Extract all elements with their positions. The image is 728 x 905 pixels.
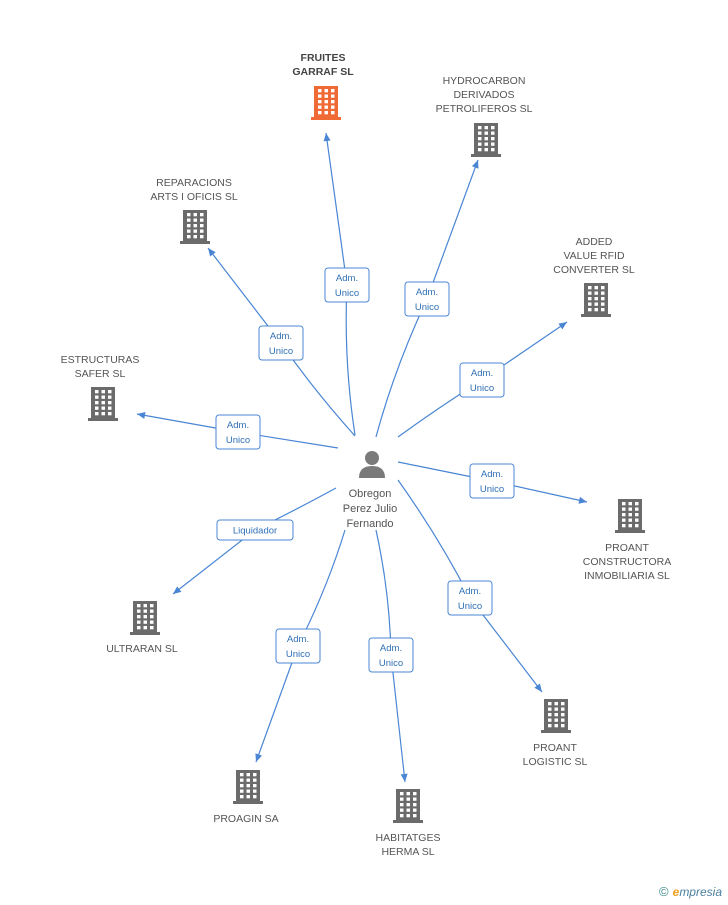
role-text: Unico	[379, 658, 403, 669]
company-name-line: ULTRARAN SL	[106, 643, 178, 655]
arrowhead-proant-const	[578, 496, 587, 504]
arrowhead-proagin	[255, 753, 263, 762]
company-name-line: SAFER SL	[75, 368, 126, 380]
building-icon	[581, 283, 611, 317]
role-text: Adm.	[471, 368, 493, 379]
role-badge-ultraran[interactable]: Liquidador	[216, 519, 294, 541]
company-name-line: LOGISTIC SL	[523, 756, 588, 768]
person-icon	[359, 451, 385, 478]
company-name-line: FRUITES	[301, 52, 346, 64]
role-badge-habitatges[interactable]: Adm. Unico	[368, 637, 414, 673]
role-badge-proagin[interactable]: Adm. Unico	[275, 628, 321, 664]
role-text: Adm.	[459, 586, 481, 597]
arrowhead-estructuras	[137, 411, 146, 419]
role-badge-proant-const[interactable]: Adm. Unico	[469, 463, 515, 499]
arrowhead-proant-log	[534, 683, 542, 692]
company-name-line: PROANT	[605, 542, 649, 554]
role-text: Unico	[470, 383, 494, 394]
role-text: Unico	[269, 346, 293, 357]
role-badge-added[interactable]: Adm. Unico	[459, 362, 505, 398]
building-icon	[88, 387, 118, 421]
company-name-line: CONVERTER SL	[553, 264, 635, 276]
company-node-proant-log[interactable]: PROANT LOGISTIC SL	[523, 699, 588, 768]
company-name-line: HYDROCARBON	[443, 75, 526, 87]
role-text: Unico	[226, 435, 250, 446]
role-text: Adm.	[380, 643, 402, 654]
company-name-line: HABITATGES	[376, 832, 441, 844]
company-node-ultraran[interactable]: ULTRARAN SL	[106, 601, 178, 655]
company-node-hydrocarbon[interactable]: HYDROCARBON DERIVADOS PETROLIFEROS SL	[436, 75, 533, 157]
arrowhead-reparacions	[208, 248, 216, 257]
arrowhead-hydrocarbon	[471, 160, 479, 169]
arrowhead-fruites	[323, 133, 331, 142]
role-text: Unico	[335, 288, 359, 299]
company-node-habitatges[interactable]: HABITATGES HERMA SL	[376, 789, 441, 858]
company-name-line: REPARACIONS	[156, 177, 232, 189]
building-icon	[393, 789, 423, 823]
role-text: Adm.	[336, 273, 358, 284]
role-text: Unico	[415, 302, 439, 313]
building-icon	[541, 699, 571, 733]
company-name-line: ESTRUCTURAS	[61, 354, 140, 366]
building-icon	[233, 770, 263, 804]
arrowhead-added	[558, 322, 567, 330]
arrowhead-ultraran	[173, 586, 182, 594]
company-node-estructuras[interactable]: ESTRUCTURAS SAFER SL	[61, 354, 140, 421]
company-name-line: ADDED	[576, 236, 613, 248]
role-text: Adm.	[287, 634, 309, 645]
company-name-line: GARRAF SL	[292, 66, 354, 78]
person-name-line: Fernando	[346, 518, 393, 530]
building-icon	[130, 601, 160, 635]
role-text: Unico	[480, 484, 504, 495]
person-name-line: Obregon	[349, 488, 392, 500]
building-icon	[311, 86, 341, 120]
role-text: Unico	[458, 601, 482, 612]
role-text: Unico	[286, 649, 310, 660]
role-text: Liquidador	[233, 526, 277, 537]
company-node-reparacions[interactable]: REPARACIONS ARTS I OFICIS SL	[150, 177, 238, 244]
company-node-fruites[interactable]: FRUITES GARRAF SL	[292, 52, 354, 120]
company-name-line: DERIVADOS	[453, 89, 514, 101]
company-name-line: PETROLIFEROS SL	[436, 103, 533, 115]
company-name-line: ARTS I OFICIS SL	[150, 191, 237, 203]
company-name-line: INMOBILIARIA SL	[584, 570, 670, 582]
company-node-added[interactable]: ADDED VALUE RFID CONVERTER SL	[553, 236, 635, 317]
arrowhead-habitatges	[400, 773, 408, 782]
role-text: Adm.	[227, 420, 249, 431]
company-node-proagin[interactable]: PROAGIN SA	[213, 770, 279, 825]
company-name-line: CONSTRUCTORA	[583, 556, 671, 568]
building-icon	[615, 499, 645, 533]
role-text: Adm.	[481, 469, 503, 480]
role-badge-proant-log[interactable]: Adm. Unico	[447, 580, 493, 616]
role-badge-estructuras[interactable]: Adm. Unico	[215, 414, 261, 450]
company-name-line: VALUE RFID	[563, 250, 624, 262]
role-text: Adm.	[270, 331, 292, 342]
role-badge-reparacions[interactable]: Adm. Unico	[258, 325, 304, 361]
company-name-line: HERMA SL	[381, 846, 434, 858]
copyright-symbol: ©	[659, 884, 669, 899]
role-badge-hydrocarbon[interactable]: Adm. Unico	[404, 281, 450, 317]
company-name-line: PROAGIN SA	[213, 813, 278, 825]
company-name-line: PROANT	[533, 742, 577, 754]
role-text: Adm.	[416, 287, 438, 298]
person-name-line: Perez Julio	[343, 503, 397, 515]
role-badge-fruites[interactable]: Adm. Unico	[324, 267, 370, 303]
brand-logo: empresia	[672, 884, 722, 899]
building-icon	[471, 123, 501, 157]
building-icon	[180, 210, 210, 244]
company-node-proant-const[interactable]: PROANT CONSTRUCTORA INMOBILIARIA SL	[583, 499, 671, 582]
edge-ultraran	[172, 487, 337, 595]
brand-watermark: © empresia	[659, 884, 722, 899]
